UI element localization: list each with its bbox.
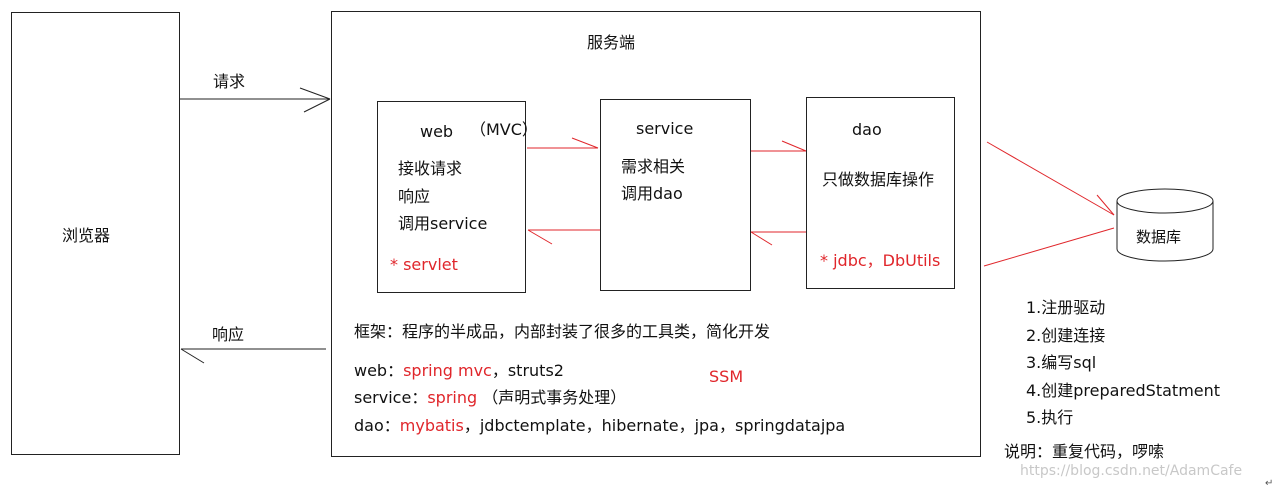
web-to-service-head (571, 137, 599, 149)
repetition-note: 说明：重复代码，啰嗦 (1004, 442, 1165, 461)
framework-web-suffix: ，struts2 (491, 361, 564, 380)
dao-title: dao (852, 120, 882, 139)
framework-web-prefix: web： (354, 361, 404, 380)
framework-service-prefix: service： (354, 388, 428, 407)
ssm-label: SSM (709, 367, 744, 386)
dao-to-db-arrow (986, 141, 1115, 216)
browser-label: 浏览器 (62, 226, 111, 245)
dao-to-db-head (1096, 194, 1115, 216)
database-label: 数据库 (1136, 228, 1182, 246)
request-arrow-head-b (303, 98, 331, 113)
service-to-dao-head (781, 140, 807, 152)
web-line-1: 接收请求 (398, 159, 463, 178)
framework-web-row: web：spring mvc，struts2 (354, 361, 564, 381)
return-mark: ↵ (1265, 478, 1274, 489)
web-tech: * servlet (390, 255, 458, 274)
server-box (331, 11, 981, 457)
framework-service-red: spring (427, 388, 478, 407)
framework-definition: 框架：程序的半成品，内部封装了很多的工具类，简化开发 (354, 322, 771, 341)
service-title: service (636, 119, 694, 138)
dao-to-service-head (750, 231, 773, 246)
framework-web-red: spring mvc (403, 361, 492, 380)
web-mvc: （MVC） (470, 120, 538, 139)
browser-box (11, 12, 180, 455)
response-arrow-head-a (180, 348, 205, 364)
response-label: 响应 (212, 325, 245, 344)
web-line-3: 调用service (398, 214, 488, 233)
service-line-2: 调用dao (621, 184, 683, 203)
framework-service-suffix: （声明式事务处理） (477, 388, 627, 407)
request-arrow-head-a (299, 87, 331, 100)
framework-dao-suffix: ，jdbctemplate，hibernate，jpa，springdatajp… (463, 416, 846, 435)
web-layer-box (377, 101, 526, 293)
service-to-web-head (527, 229, 553, 245)
watermark: https://blog.csdn.net/AdamCafe (1020, 463, 1243, 479)
service-layer-box (600, 99, 751, 291)
framework-dao-prefix: dao： (354, 416, 400, 435)
step-4: 4.创建preparedStatment (1026, 381, 1221, 400)
framework-service-row: service：spring （声明式事务处理） (354, 388, 626, 408)
framework-dao-row: dao：mybatis，jdbctemplate，hibernate，jpa，s… (354, 416, 845, 436)
dao-desc: 只做数据库操作 (822, 170, 935, 189)
dao-tech: * jdbc，DbUtils (820, 251, 941, 270)
web-line-2: 响应 (398, 187, 431, 206)
database-icon (1116, 188, 1214, 262)
db-to-dao-arrow (983, 227, 1115, 267)
request-label: 请求 (213, 72, 246, 91)
step-1: 1.注册驱动 (1026, 298, 1106, 317)
service-line-1: 需求相关 (621, 157, 686, 176)
web-title: web (420, 122, 454, 141)
step-5: 5.执行 (1026, 408, 1074, 427)
framework-dao-red: mybatis (399, 416, 464, 435)
server-title: 服务端 (587, 33, 636, 52)
step-2: 2.创建连接 (1026, 326, 1106, 345)
step-3: 3.编写sql (1026, 353, 1097, 372)
dao-layer-box (806, 97, 955, 289)
